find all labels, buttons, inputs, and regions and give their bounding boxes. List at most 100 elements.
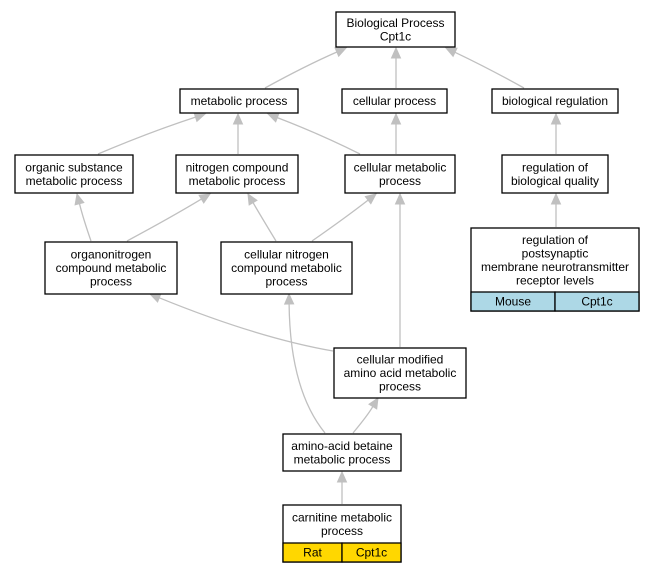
edge-7 — [550, 112, 562, 154]
term-node-metabolic[interactable]: metabolic process — [179, 88, 299, 114]
gene-cell: Cpt1c — [554, 291, 640, 312]
term-box — [335, 11, 456, 48]
term-label-line: metabolic process — [26, 174, 123, 188]
edge-0 — [264, 47, 348, 89]
term-label-line: regulation of — [522, 160, 589, 174]
edge-16 — [352, 396, 379, 434]
species-label: Mouse — [495, 295, 531, 309]
term-box — [14, 154, 134, 194]
edge-arrowhead — [266, 112, 280, 123]
term-label-line: amino-acid betaine — [291, 439, 393, 453]
edge-arrowhead — [368, 396, 379, 410]
edge-4 — [232, 112, 244, 154]
edge-2 — [444, 47, 525, 89]
term-box — [333, 347, 467, 399]
edge-arrowhead — [74, 192, 85, 206]
edge-1 — [390, 46, 402, 88]
term-box — [491, 88, 619, 114]
edge-arrowhead — [394, 192, 406, 205]
edge-6 — [390, 112, 402, 154]
term-label-line: process — [90, 275, 132, 289]
term-box — [501, 154, 609, 194]
edge-arrowhead — [334, 47, 348, 58]
term-label-line: regulation of — [522, 233, 589, 247]
term-label-line: receptor levels — [516, 273, 594, 287]
edge-8 — [550, 192, 562, 227]
edge-arrowhead — [247, 192, 258, 206]
term-box — [282, 433, 402, 472]
term-box — [175, 154, 299, 194]
term-label-line: membrane neurotransmitter — [481, 260, 629, 274]
edge-13 — [148, 293, 334, 352]
edge-arrowhead — [390, 112, 402, 125]
term-label-line: Cpt1c — [380, 29, 411, 43]
edge-12 — [311, 193, 377, 242]
species-label: Rat — [303, 546, 322, 560]
edge-arrowhead — [198, 193, 212, 204]
term-label-line: Biological Process — [346, 16, 444, 30]
term-label-line: process — [379, 174, 421, 188]
term-box — [179, 88, 299, 114]
term-label-line: process — [321, 524, 363, 538]
edge-10 — [126, 193, 212, 242]
edge-arrowhead — [283, 292, 295, 305]
term-label-line: compound metabolic — [56, 261, 167, 275]
term-label-line: organic substance — [25, 160, 123, 174]
term-label-line: process — [379, 380, 421, 394]
edge-15 — [283, 292, 326, 434]
gene-label: Cpt1c — [356, 546, 387, 560]
term-label-line: process — [265, 275, 307, 289]
edge-arrowhead — [364, 193, 377, 205]
gene-cell: Cpt1c — [341, 542, 402, 563]
term-box — [44, 241, 178, 295]
edge-11 — [247, 192, 277, 242]
term-label-line: metabolic process — [191, 94, 288, 108]
term-node-bio-reg[interactable]: biological regulation — [491, 88, 619, 114]
term-box — [341, 88, 448, 114]
gene-label: Cpt1c — [581, 295, 612, 309]
term-label-line: cellular process — [353, 94, 436, 108]
term-label-line: metabolic process — [294, 452, 391, 466]
term-label-line: compound metabolic — [231, 261, 342, 275]
edge-arrowhead — [550, 112, 562, 125]
species-cell: Rat — [282, 542, 343, 563]
term-node-cellular[interactable]: cellular process — [341, 88, 448, 114]
term-box — [344, 154, 456, 194]
species-cell: Mouse — [470, 291, 556, 312]
edge-arrowhead — [336, 470, 348, 483]
edge-17 — [336, 470, 348, 504]
edge-arrowhead — [232, 112, 244, 125]
term-label-line: cellular nitrogen — [244, 248, 329, 262]
edge-5 — [266, 112, 361, 155]
term-label-line: biological quality — [511, 174, 599, 188]
edge-arrowhead — [148, 293, 162, 303]
edge-arrowhead — [444, 47, 458, 58]
term-label-line: metabolic process — [189, 174, 286, 188]
edge-arrowhead — [193, 112, 207, 123]
term-label-line: amino acid metabolic — [344, 366, 457, 380]
term-label-line: cellular metabolic — [354, 160, 447, 174]
edge-14 — [394, 192, 406, 347]
term-label-line: postsynaptic — [522, 246, 589, 260]
edge-9 — [74, 192, 92, 242]
term-box — [220, 241, 353, 295]
term-label-line: carnitine metabolic — [292, 510, 392, 524]
term-label-line: biological regulation — [502, 94, 608, 108]
term-label-line: cellular modified — [357, 353, 444, 367]
term-label-line: nitrogen compound — [186, 160, 289, 174]
term-label-line: organonitrogen — [71, 248, 152, 262]
edge-arrowhead — [550, 192, 562, 205]
